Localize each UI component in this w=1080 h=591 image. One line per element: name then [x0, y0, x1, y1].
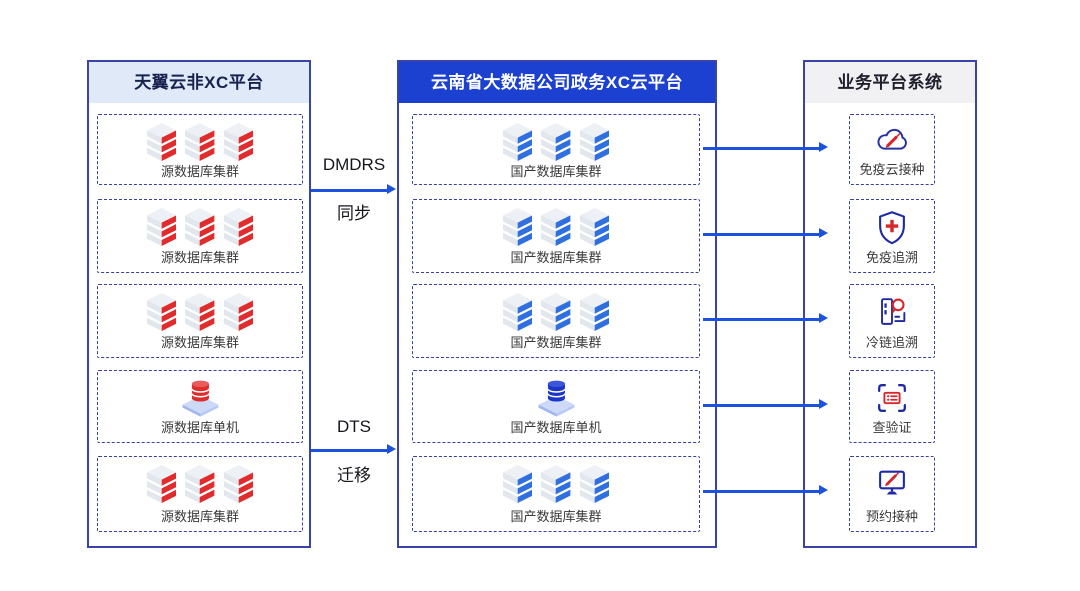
service-label: 免疫追溯	[865, 250, 918, 265]
source-db-cluster-box: 源数据库集群	[97, 199, 303, 273]
domestic-db-cluster-box: 国产数据库集群	[412, 114, 700, 185]
source-db-single-box: 源数据库单机	[97, 370, 303, 443]
middle-platform-title: 云南省大数据公司政务XC云平台	[399, 62, 715, 103]
blue-database-cluster-icon	[502, 293, 610, 331]
service-box-verify-cert: 查验证	[849, 370, 935, 443]
dts-migration-arrow	[311, 445, 396, 454]
source-db-cluster-box: 源数据库集群	[97, 114, 303, 185]
db-to-service-arrow	[703, 143, 828, 152]
red-database-cluster-icon	[146, 123, 254, 161]
service-label: 查验证	[872, 420, 912, 435]
blue-database-single-icon	[537, 379, 575, 417]
box-label: 源数据库集群	[160, 509, 239, 524]
box-label: 国产数据库集群	[510, 250, 602, 265]
red-database-cluster-icon	[146, 208, 254, 246]
service-label: 免疫云接种	[859, 162, 925, 177]
dmdrs-sync-arrow	[311, 185, 396, 194]
blue-database-cluster-icon	[502, 465, 610, 503]
middle-platform-column: 云南省大数据公司政务XC云平台 国产数据库集群 国产数据库集群	[397, 60, 717, 548]
db-to-service-arrow	[703, 229, 828, 238]
db-to-service-arrow	[703, 314, 828, 323]
coldchain-magnifier-icon	[880, 298, 906, 325]
left-platform-title: 天翼云非XC平台	[89, 62, 309, 103]
domestic-db-single-box: 国产数据库单机	[412, 370, 700, 443]
service-box-immune-trace: 免疫追溯	[849, 199, 935, 273]
service-label: 冷链追溯	[865, 335, 918, 350]
blue-database-cluster-icon	[502, 123, 610, 161]
box-label: 国产数据库集群	[510, 509, 602, 524]
service-label: 预约接种	[865, 509, 918, 524]
service-box-coldchain-trace: 冷链追溯	[849, 284, 935, 358]
business-platform-column: 业务平台系统 免疫云接种 免疫追溯 冷链追溯 查验证 预约接种	[803, 60, 977, 548]
box-label: 源数据库集群	[160, 335, 239, 350]
blue-database-cluster-icon	[502, 208, 610, 246]
box-label: 源数据库集群	[160, 164, 239, 179]
box-label: 源数据库集群	[160, 250, 239, 265]
shield-cross-icon	[879, 211, 905, 245]
red-database-cluster-icon	[146, 293, 254, 331]
service-box-appointment: 预约接种	[849, 456, 935, 532]
box-label: 国产数据库单机	[510, 420, 602, 435]
flow-sync-label: 同步	[337, 204, 371, 223]
db-to-service-arrow	[703, 400, 828, 409]
flow-dmdrs-label: DMDRS	[322, 155, 386, 174]
source-db-cluster-box: 源数据库集群	[97, 456, 303, 532]
flow-dts-label: DTS	[337, 417, 371, 436]
left-platform-column: 天翼云非XC平台 源数据库集群 源数据库集群 源数据库集群	[87, 60, 311, 548]
domestic-db-cluster-box: 国产数据库集群	[412, 284, 700, 358]
service-box-immune-cloud: 免疫云接种	[849, 114, 935, 185]
domestic-db-cluster-box: 国产数据库集群	[412, 199, 700, 273]
source-db-cluster-box: 源数据库集群	[97, 284, 303, 358]
flow-migration-label: 迁移	[337, 466, 371, 485]
box-label: 国产数据库集群	[510, 335, 602, 350]
red-database-cluster-icon	[146, 465, 254, 503]
monitor-syringe-icon	[878, 470, 906, 496]
domestic-db-cluster-box: 国产数据库集群	[412, 456, 700, 532]
scan-card-icon	[878, 384, 906, 412]
box-label: 源数据库单机	[160, 420, 239, 435]
cloud-syringe-icon	[876, 128, 908, 151]
business-platform-title: 业务平台系统	[805, 62, 975, 103]
red-database-single-icon	[181, 379, 219, 417]
box-label: 国产数据库集群	[510, 164, 602, 179]
db-to-service-arrow	[703, 486, 828, 495]
